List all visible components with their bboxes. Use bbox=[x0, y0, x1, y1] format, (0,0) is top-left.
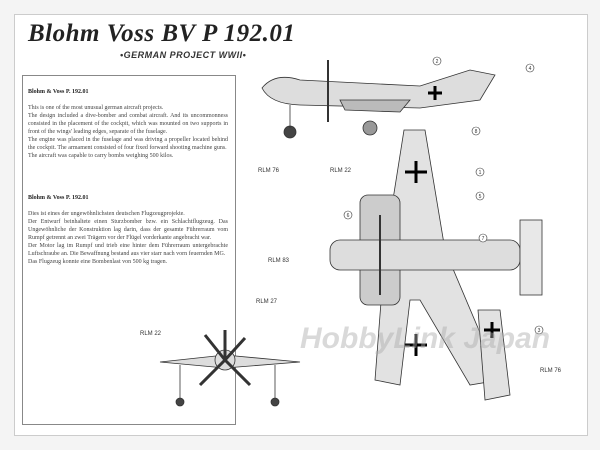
side-view bbox=[261, 60, 496, 139]
callout-1: 1 bbox=[479, 170, 482, 176]
paragraph: Der Motor lag im Rumpf und trieb eine hi… bbox=[28, 243, 228, 257]
callout-3: 3 bbox=[538, 328, 541, 334]
german-heading: Blohm & Voss P. 192.01 bbox=[28, 195, 89, 201]
paragraph: This is one of the most unusual german a… bbox=[28, 105, 164, 111]
page-title: Blohm Voss BV P 192.01 bbox=[28, 20, 296, 47]
description-panel: Blohm & Voss P. 192.01 This is one of th… bbox=[22, 75, 236, 425]
callouts bbox=[343, 56, 544, 335]
page-subtitle: •GERMAN PROJECT WWII• bbox=[120, 50, 247, 60]
label-rlm22: RLM 22 bbox=[330, 168, 352, 174]
callout-5: 5 bbox=[479, 194, 482, 200]
label-rlm76: RLM 76 bbox=[540, 368, 562, 374]
label-rlm76: RLM 76 bbox=[258, 168, 280, 174]
callout-8: 8 bbox=[475, 129, 478, 135]
wing-detail bbox=[477, 309, 511, 401]
english-description: Blohm & Voss P. 192.01 This is one of th… bbox=[28, 88, 228, 160]
front-view bbox=[159, 330, 301, 407]
paragraph: The engine was placed in the fuselage an… bbox=[28, 137, 228, 151]
label-rlm83: RLM 83 bbox=[268, 258, 290, 264]
callout-6: 6 bbox=[347, 213, 350, 219]
callout-4: 4 bbox=[529, 66, 532, 72]
paragraph: The design included a dive-bomber and co… bbox=[28, 113, 228, 135]
top-view bbox=[329, 129, 543, 386]
paragraph: Das Flugzeug konnte eine Bombenlast von … bbox=[28, 259, 168, 265]
paragraph: The aircraft was capable to carry bombs … bbox=[28, 153, 174, 159]
watermark: HobbyLink Japan bbox=[300, 322, 551, 355]
english-heading: Blohm & Voss P. 192.01 bbox=[28, 89, 89, 95]
german-description: Blohm & Voss P. 192.01 Dies ist eines de… bbox=[28, 194, 228, 266]
color-labels: RLM 76 RLM 22 RLM 83 RLM 27 RLM 22 RLM 7… bbox=[140, 168, 562, 374]
label-rlm22: RLM 22 bbox=[140, 331, 162, 337]
callout-7: 7 bbox=[482, 236, 485, 242]
paragraph: Der Entwurf beinhaltete einen Sturzbombe… bbox=[28, 219, 228, 241]
paragraph: Dies ist eines der ungewöhnlichsten deut… bbox=[28, 211, 185, 217]
callout-2: 2 bbox=[436, 59, 439, 65]
label-rlm27: RLM 27 bbox=[256, 299, 278, 305]
